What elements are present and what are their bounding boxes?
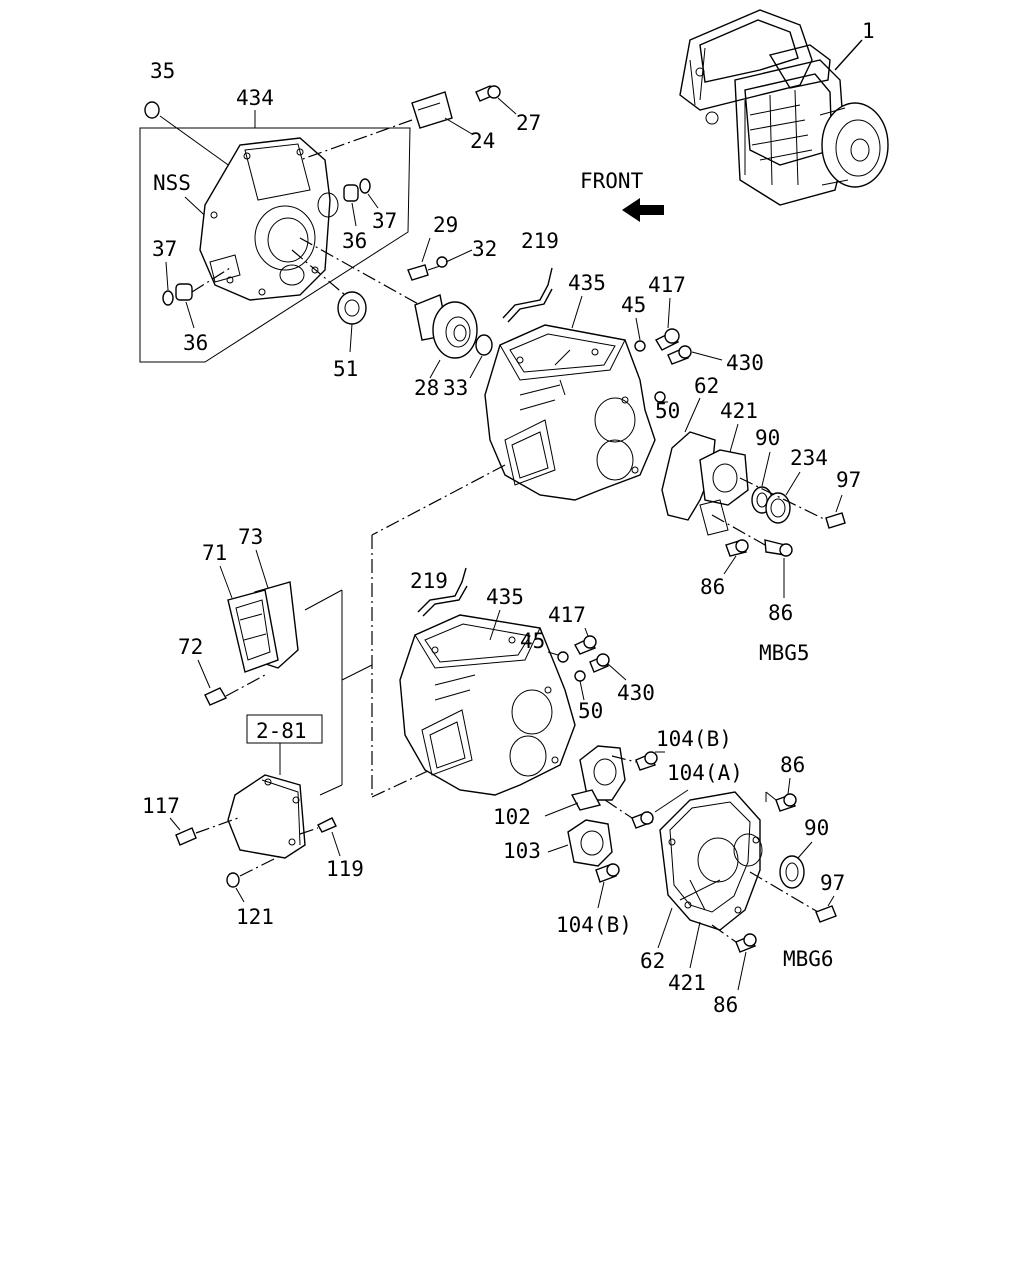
label-219b: 219 bbox=[410, 569, 448, 593]
label-45b: 45 bbox=[520, 629, 545, 653]
connection-lines bbox=[304, 464, 506, 798]
front-arrow: FRONT bbox=[580, 169, 664, 222]
label-90a: 90 bbox=[755, 426, 780, 450]
pto-cover-group: 2-81 117 119 121 bbox=[142, 714, 364, 929]
label-72: 72 bbox=[178, 635, 203, 659]
label-97a: 97 bbox=[836, 468, 861, 492]
label-24: 24 bbox=[470, 129, 495, 153]
bearing-retainer-group: 28 33 29 32 bbox=[299, 213, 497, 400]
label-421b: 421 bbox=[668, 971, 706, 995]
label-435b: 435 bbox=[486, 585, 524, 609]
label-mbg6: MBG6 bbox=[783, 947, 834, 971]
label-1: 1 bbox=[862, 19, 875, 43]
label-219a: 219 bbox=[521, 229, 559, 253]
label-50b: 50 bbox=[578, 699, 603, 723]
label-73: 73 bbox=[238, 525, 263, 549]
label-29: 29 bbox=[433, 213, 458, 237]
label-421a: 421 bbox=[720, 399, 758, 423]
label-nss: NSS bbox=[153, 171, 191, 195]
label-35: 35 bbox=[150, 59, 175, 83]
label-50a: 50 bbox=[655, 399, 680, 423]
label-102: 102 bbox=[493, 805, 531, 829]
label-104a: 104(A) bbox=[667, 761, 743, 785]
transmission-case-upper: 435 219 45 417 430 50 bbox=[484, 229, 764, 501]
label-32: 32 bbox=[472, 237, 497, 261]
label-62a: 62 bbox=[694, 374, 719, 398]
label-45a: 45 bbox=[621, 293, 646, 317]
label-86b: 86 bbox=[768, 601, 793, 625]
label-71: 71 bbox=[202, 541, 227, 565]
rear-cover-lower-group: 102 103 104(B) 104(A) 104(B) 62 421 bbox=[493, 727, 845, 1017]
label-103: 103 bbox=[503, 839, 541, 863]
side-cover-group: 71 73 72 bbox=[178, 525, 299, 706]
label-62b: 62 bbox=[640, 949, 665, 973]
label-36b: 36 bbox=[183, 331, 208, 355]
bell-housing-group: 35 434 NSS 36 37 37 36 bbox=[139, 59, 541, 381]
label-37b: 37 bbox=[152, 237, 177, 261]
label-33: 33 bbox=[443, 376, 468, 400]
transmission-assembly: 1 bbox=[679, 9, 889, 206]
label-86a: 86 bbox=[700, 575, 725, 599]
label-51: 51 bbox=[333, 357, 358, 381]
label-86c: 86 bbox=[780, 753, 805, 777]
label-27: 27 bbox=[516, 111, 541, 135]
label-86d: 86 bbox=[713, 993, 738, 1017]
label-104b2: 104(B) bbox=[556, 913, 632, 937]
transmission-case-lower: 435 219 417 45 430 50 bbox=[399, 567, 655, 796]
label-97b: 97 bbox=[820, 871, 845, 895]
label-417b: 417 bbox=[548, 603, 586, 627]
label-121: 121 bbox=[236, 905, 274, 929]
label-104b1: 104(B) bbox=[656, 727, 732, 751]
label-mbg5: MBG5 bbox=[759, 641, 810, 665]
ref-2-81: 2-81 bbox=[256, 719, 307, 743]
label-37a: 37 bbox=[372, 209, 397, 233]
label-434: 434 bbox=[236, 86, 274, 110]
rear-cover-upper-group: 62 421 90 234 97 86 86 MBG5 bbox=[661, 374, 861, 665]
label-119: 119 bbox=[326, 857, 364, 881]
label-117: 117 bbox=[142, 794, 180, 818]
front-label: FRONT bbox=[580, 169, 644, 193]
label-234: 234 bbox=[790, 446, 828, 470]
label-430a: 430 bbox=[726, 351, 764, 375]
label-90b: 90 bbox=[804, 816, 829, 840]
label-430b: 430 bbox=[617, 681, 655, 705]
label-28: 28 bbox=[414, 376, 439, 400]
label-36a: 36 bbox=[342, 229, 367, 253]
label-417a: 417 bbox=[648, 273, 686, 297]
label-435a: 435 bbox=[568, 271, 606, 295]
